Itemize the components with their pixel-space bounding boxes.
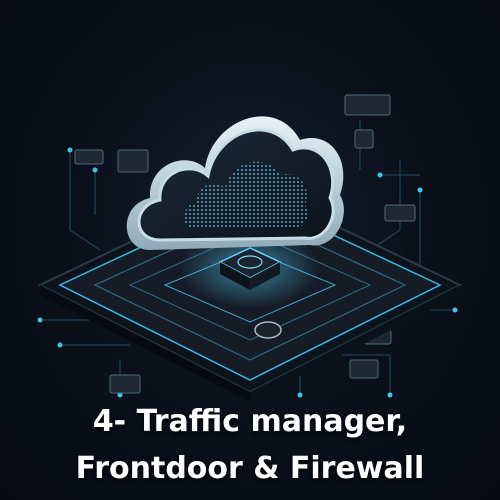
title-caption: 4- Traffic manager, Frontdoor & Firewall bbox=[0, 398, 500, 492]
cloud-icon bbox=[126, 116, 344, 250]
background-circuit-lines bbox=[40, 120, 455, 395]
caption-line-2: Frontdoor & Firewall bbox=[75, 451, 425, 486]
ring-node bbox=[254, 321, 282, 339]
center-chip bbox=[218, 247, 282, 290]
chip-modules bbox=[74, 94, 416, 394]
caption-line-1: 4- Traffic manager, bbox=[92, 404, 408, 439]
